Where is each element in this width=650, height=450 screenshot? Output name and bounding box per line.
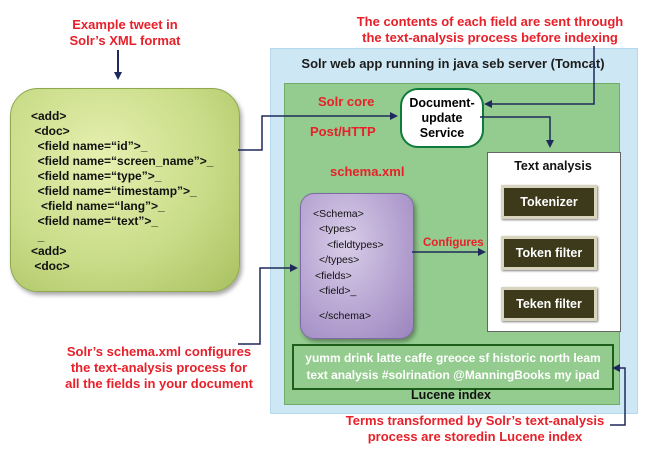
schema-line: </schema> xyxy=(319,310,371,322)
schema-line: <fields> xyxy=(315,270,352,282)
post-http-label: Post/HTTP xyxy=(310,124,376,139)
schema-configures-annotation: Solr’s schema.xml configures the text-an… xyxy=(54,344,264,392)
schema-line: </types> xyxy=(319,254,360,266)
xml-line: <field name=“id”>_ xyxy=(31,139,148,153)
text-analysis-title: Text analysis xyxy=(514,159,592,173)
schema-line: <fieldtypes> xyxy=(327,239,384,251)
tweet-xml-annotation-line-1: Example tweet in xyxy=(72,17,178,32)
xml-line: <field name=“type”>_ xyxy=(31,169,162,183)
tweet-xml-annotation: Example tweet in Solr’s XML format xyxy=(40,17,210,49)
document-update-service: Document- update Service xyxy=(400,88,484,148)
configures-label: Configures xyxy=(423,237,484,249)
terms-stored-annotation-line-2: process are storedin Lucene index xyxy=(367,429,583,444)
token-filter-step: Token filter xyxy=(501,236,597,270)
fields-sent-annotation-line-2: the text-analysis process before indexin… xyxy=(362,30,618,45)
xml-line: _ xyxy=(31,229,45,243)
xml-line: <field name=“lang”>_ xyxy=(31,199,165,213)
schema-xml-title: schema.xml xyxy=(330,164,405,179)
lucene-index-label: Lucene index xyxy=(411,388,491,402)
xml-line: <doc> xyxy=(31,124,70,138)
schema-line: <Schema> xyxy=(313,208,364,220)
xml-line: <field name=“screen_name”>_ xyxy=(31,154,214,168)
schema-line: <field>_ xyxy=(319,285,357,297)
tweet-xml-annotation-line-2: Solr’s XML format xyxy=(69,33,181,48)
lucene-terms-box: yumm drink latte caffe greoce sf histori… xyxy=(292,344,614,390)
lucene-terms-line-2: text analysis #solrination @ManningBooks… xyxy=(306,368,600,382)
xml-line: <add> xyxy=(31,244,67,258)
arrow-xml-to-document-service xyxy=(238,112,398,151)
tomcat-server-label: Solr web app running in java seb server … xyxy=(301,56,605,71)
document-update-service-line-3: Service xyxy=(419,125,465,140)
tweet-xml-document: <add> <doc> <field name=“id”>_ <field na… xyxy=(10,88,240,292)
arrow-annotation-to-lucene-terms xyxy=(610,364,626,426)
xml-line: <doc> xyxy=(31,259,70,273)
schema-configures-annotation-line-2: the text-analysis process for xyxy=(70,360,248,375)
terms-stored-annotation-line-1: Terms transformed by Solr’s text-analysi… xyxy=(345,413,605,428)
schema-configures-annotation-line-1: Solr’s schema.xml configures xyxy=(66,344,252,359)
document-update-service-line-1: Document- xyxy=(409,95,475,110)
xml-line: <add> xyxy=(31,109,67,123)
arrow-service-to-text-analysis xyxy=(480,116,554,148)
schema-configures-annotation-line-3: all the fields in your document xyxy=(65,376,253,391)
xml-line: <field name=“text”>_ xyxy=(31,214,159,228)
tokenizer-step: Tokenizer xyxy=(501,185,597,219)
arrow-annotation-to-text-analysis xyxy=(484,46,595,108)
xml-line: <field name=“timestamp”>_ xyxy=(31,184,197,198)
schema-xml-document: <Schema> <types> <fieldtypes> </types> <… xyxy=(300,193,414,339)
arrow-annotation-to-schema xyxy=(238,264,298,345)
fields-sent-annotation: The contents of each field are sent thro… xyxy=(340,14,640,46)
solr-core-label: Solr core xyxy=(318,94,375,109)
lucene-terms-line-1: yumm drink latte caffe greoce sf histori… xyxy=(305,351,601,365)
teken-filter-step: Teken filter xyxy=(501,287,597,321)
terms-stored-annotation: Terms transformed by Solr’s text-analysi… xyxy=(340,413,610,445)
schema-line: <types> xyxy=(319,223,357,235)
document-update-service-line-2: update xyxy=(421,110,463,125)
fields-sent-annotation-line-1: The contents of each field are sent thro… xyxy=(356,14,624,29)
